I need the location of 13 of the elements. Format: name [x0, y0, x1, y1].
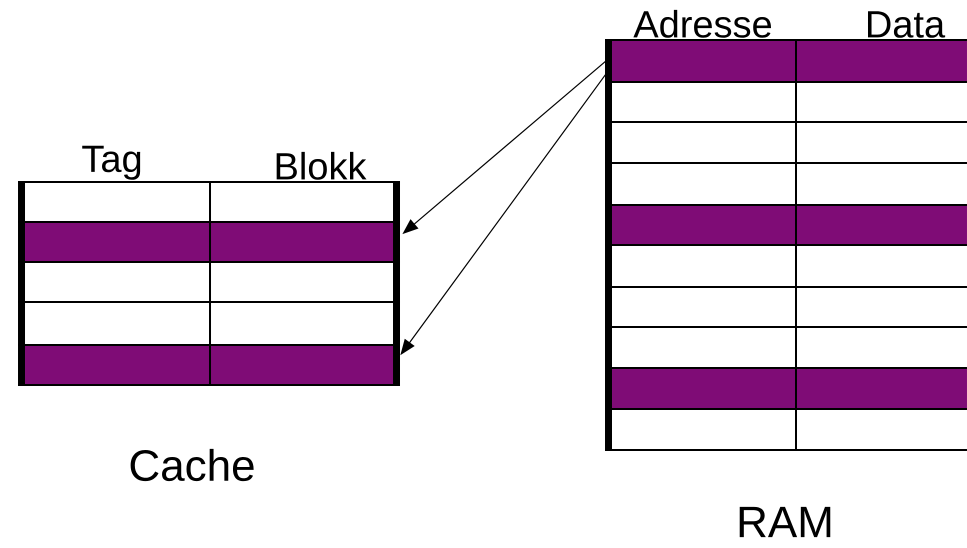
- highlighted-row: [612, 368, 967, 408]
- table-caption: Cache: [130, 448, 254, 482]
- highlighted-row: [612, 41, 967, 81]
- highlighted-row: [612, 206, 967, 244]
- highlighted-row: [25, 346, 393, 384]
- table-caption: RAM: [740, 506, 830, 538]
- column-header: Blokk: [276, 152, 366, 180]
- column-header: Data: [868, 11, 946, 38]
- table-frame: [605, 39, 967, 451]
- column-header: Tag: [82, 146, 140, 180]
- table-frame: [18, 181, 400, 386]
- column-header: Adresse: [633, 10, 771, 38]
- highlighted-row: [25, 223, 393, 261]
